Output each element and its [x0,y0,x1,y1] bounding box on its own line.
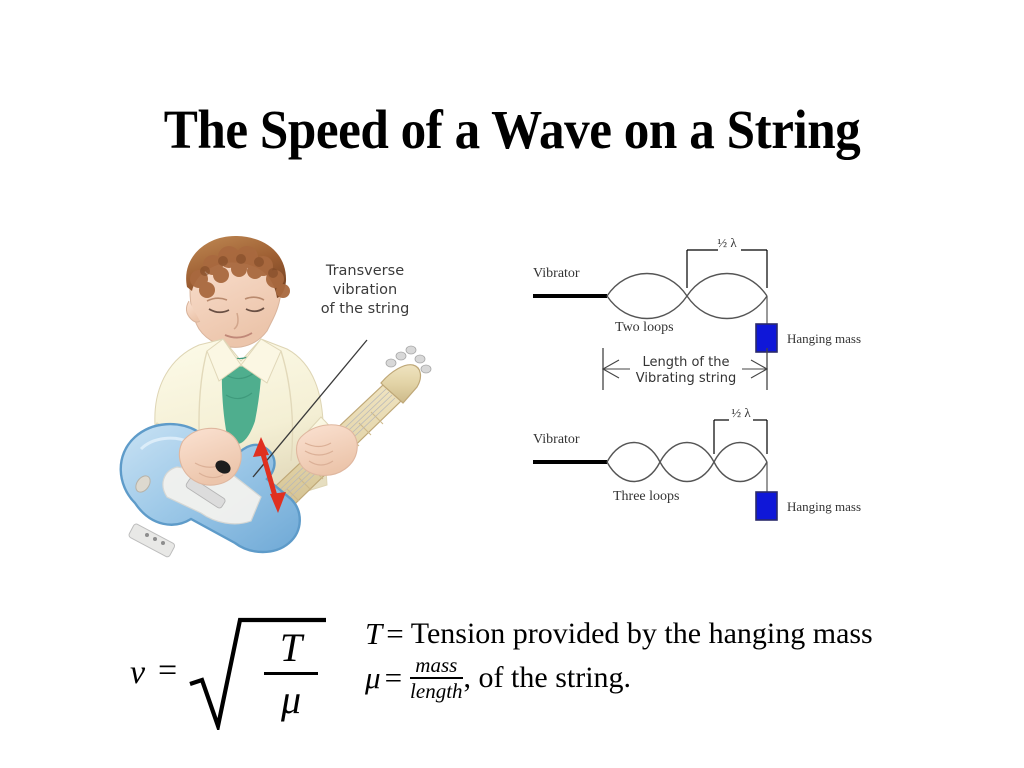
guitar-illustration [95,235,435,570]
length-denominator: length [410,679,463,703]
top-vibrator-label: Vibrator [533,266,580,281]
player-hand-strumming [178,427,242,486]
tension-over-mu-fraction: T μ [260,626,322,723]
tension-definition: T = Tension provided by the hanging mass [365,616,965,652]
fraction-denominator: μ [280,677,302,722]
bottom-wave-upper [606,441,768,483]
mass-over-length-fraction: mass length [410,654,463,702]
top-wave-lower [606,272,768,320]
variable-definitions: T = Tension provided by the hanging mass… [365,616,965,702]
radical-svg [189,617,326,734]
bottom-vibrator-label: Vibrator [533,432,580,447]
length-dimension: Length of the Vibrating string [601,348,769,390]
annotation-line-1: Transverse [325,263,405,279]
square-root-symbol: T μ [188,612,328,734]
player-head [185,235,290,348]
linear-density-text: , of the string. [463,661,632,694]
transverse-vibration-arrow [253,437,286,513]
standing-wave-diagrams: Vibrator ½ λ Hanging mass Two loops [515,230,985,530]
transverse-vibration-annotation: Transverse vibration of the string [305,262,425,319]
guitar-illustration-svg [119,235,432,558]
top-wave-diagram: Vibrator ½ λ Hanging mass Two loops [533,235,861,353]
annotation-line-3: of the string [320,301,410,317]
top-loops-label: Two loops [615,320,674,335]
equation-area: v = T μ T = Tension provided by the hang… [120,600,960,740]
mu-equals-sign: = [384,660,403,695]
top-wavelength-label: ½ λ [717,235,737,250]
length-dimension-line-1: Length of the [643,355,730,370]
annotation-line-2: vibration [332,282,398,298]
length-dimension-line-2: Vibrating string [636,371,736,386]
bottom-hanging-mass [755,491,778,521]
linear-density-definition: μ = mass length , of the string. [365,654,965,702]
bottom-half-wavelength-bracket [713,419,768,454]
bottom-wave-diagram: Vibrator ½ λ Hanging mass Three loops [533,405,861,521]
top-hanging-mass [755,323,778,353]
fraction-numerator: T [279,625,303,670]
bottom-wave-lower [606,441,768,483]
top-half-wavelength-bracket [686,249,768,288]
speed-equals-sign: = [158,652,178,689]
player-hand-fretting [295,424,358,476]
speed-variable: v [130,654,146,691]
bottom-wavelength-label: ½ λ [731,405,751,420]
mu-symbol: μ [365,660,381,695]
bottom-loops-label: Three loops [613,489,679,504]
annotation-leader-line [252,339,368,478]
mass-numerator: mass [415,653,458,677]
bottom-hanging-mass-label: Hanging mass [787,499,861,514]
mini-fraction-bar [410,677,463,679]
page-title: The Speed of a Wave on a String [163,99,861,160]
tension-equals-sign: = [386,616,404,651]
tension-symbol: T [365,616,383,651]
standing-wave-svg: Vibrator ½ λ Hanging mass Two loops [533,235,861,521]
fraction-bar [264,672,318,675]
tension-definition-text: Tension provided by the hanging mass [410,617,873,650]
top-hanging-mass-label: Hanging mass [787,331,861,346]
